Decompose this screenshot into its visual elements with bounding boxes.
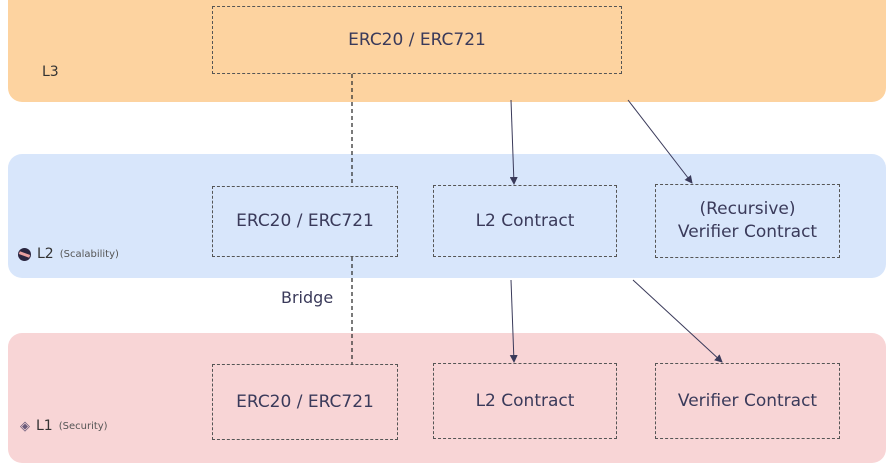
l1-contract-box: L2 Contract [433, 363, 617, 439]
l1-contract-text: L2 Contract [475, 390, 575, 411]
ethereum-icon: ◈ [20, 418, 30, 434]
l1-sub: (Security) [58, 420, 108, 432]
starknet-icon [18, 247, 31, 261]
l3-label-text: L3 [42, 64, 59, 80]
connectors [351, 74, 723, 364]
l2-verifier-text: (Recursive) Verifier Contract [677, 199, 818, 242]
l2-contract-text: L2 Contract [475, 210, 575, 231]
arrow-l3-verifier [627, 99, 693, 184]
l1-erc-box: ERC20 / ERC721 [212, 364, 398, 440]
l2-erc-text: ERC20 / ERC721 [236, 211, 374, 231]
l2-sub: (Scalability) [59, 248, 119, 260]
l2-label: L2 (Scalability) [18, 246, 119, 262]
l2-verifier-box: (Recursive) Verifier Contract [655, 184, 840, 258]
l1-label-text: L1 [36, 418, 53, 434]
arrow-l2-l1-verifier [632, 279, 723, 363]
l1-erc-text: ERC20 / ERC721 [236, 391, 374, 412]
l2-contract-box: L2 Contract [433, 185, 617, 257]
arrow-l2-l1-contract [509, 279, 518, 363]
l1-verifier-text: Verifier Contract [677, 390, 818, 411]
layer-l3 [8, 0, 886, 102]
bridge-label: Bridge [281, 288, 334, 307]
l3-erc-box: ERC20 / ERC721 [212, 6, 622, 74]
arrow-l3-l2-contract [509, 99, 518, 185]
l1-label: ◈ L1 (Security) [20, 418, 108, 434]
l2-label-text: L2 [37, 246, 54, 262]
l2-erc-box: ERC20 / ERC721 [212, 186, 398, 257]
l3-label: L3 [42, 64, 59, 80]
l1-verifier-box: Verifier Contract [655, 363, 840, 439]
l3-erc-text: ERC20 / ERC721 [348, 29, 486, 50]
